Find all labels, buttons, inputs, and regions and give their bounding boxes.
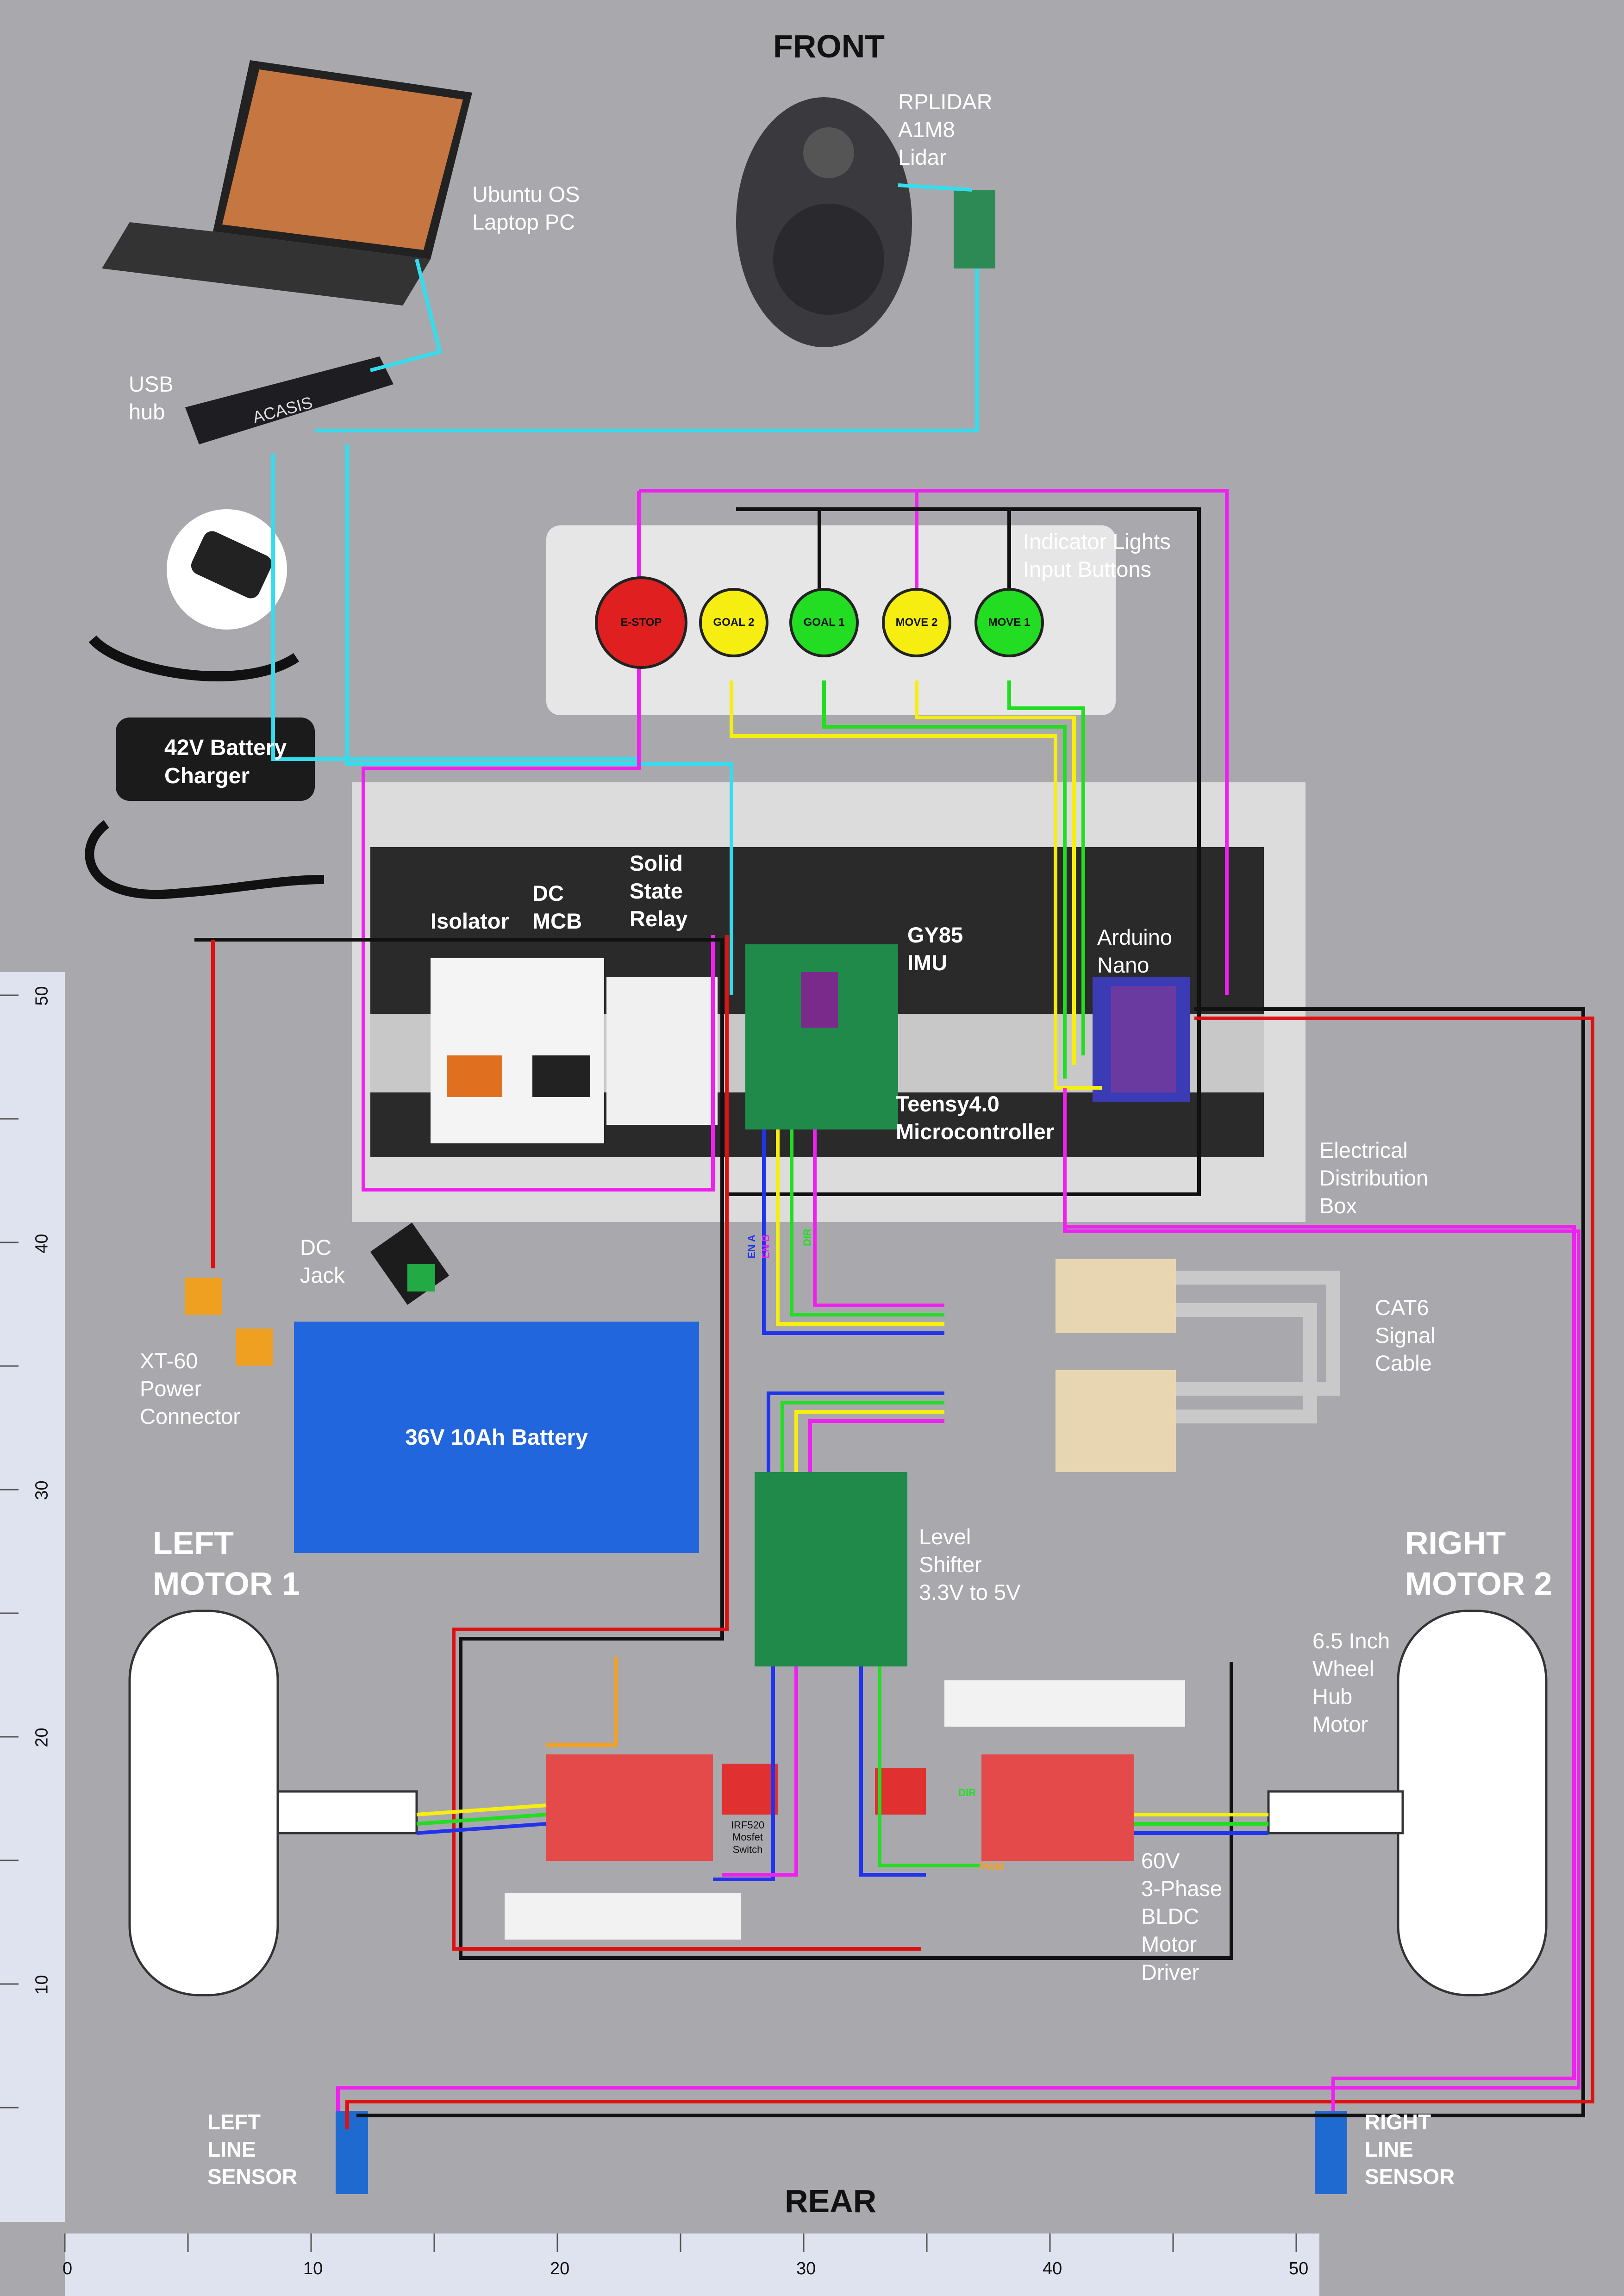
right-motor-label: RIGHT MOTOR 2 <box>1405 1525 1552 1602</box>
ruler-v-50: 50 <box>32 986 52 1006</box>
ruler-v-20: 20 <box>32 1728 52 1747</box>
left-wheel-hub-motor <box>128 1610 418 1997</box>
move-2-button-label: MOVE 2 <box>895 616 938 629</box>
en-a-tag: EN A <box>745 1235 757 1259</box>
right-line-sensor-board <box>1315 2111 1347 2194</box>
usb-hub-icon: ACASIS <box>185 356 394 444</box>
level-shifter-board <box>755 1472 907 1666</box>
xt60-connector-side <box>236 1329 273 1366</box>
left-motor-label: LEFT MOTOR 1 <box>153 1525 300 1602</box>
horizontal-ruler <box>64 2234 1319 2296</box>
dir-tag: DIR <box>801 1229 813 1246</box>
cat6-loop-cable-inner <box>1176 1303 1317 1423</box>
ruler-h-50: 50 <box>1289 2259 1309 2278</box>
power-plug-icon <box>88 509 300 681</box>
goal-1-button-label: GOAL 1 <box>803 616 845 629</box>
ruler-v-10: 10 <box>32 1975 52 1995</box>
ruler-h-0: 0 <box>62 2259 73 2278</box>
vertical-ruler <box>0 972 65 2222</box>
goal-2-button[interactable]: GOAL 2 <box>699 588 768 657</box>
front-label: FRONT <box>773 28 885 64</box>
level-shifter-label: Level Shifter 3.3V to 5V <box>919 1524 1021 1605</box>
teensy-label: Teensy4.0 Microcontroller <box>896 1092 1055 1144</box>
wires <box>194 183 1594 2129</box>
e-stop-button-label: E-STOP <box>620 616 662 629</box>
laptop-label: Ubuntu OS Laptop PC <box>472 182 580 235</box>
left-line-sensor-board <box>336 2111 368 2194</box>
mcb-body <box>518 958 604 1143</box>
lidar-label: RPLIDAR A1M8 Lidar <box>898 89 993 170</box>
isolator-label: Isolator <box>431 909 509 933</box>
right-sensor-label: RIGHT LINE SENSOR <box>1365 2110 1455 2189</box>
dir2-tag: DIR <box>958 1787 976 1798</box>
move-1-button[interactable]: MOVE 1 <box>974 588 1044 657</box>
lidar-adapter-board <box>954 190 995 268</box>
move-2-button[interactable]: MOVE 2 <box>882 588 951 657</box>
battery-label: 36V 10Ah Battery <box>405 1425 588 1450</box>
ruler-h-40: 40 <box>1043 2259 1062 2278</box>
ruler-v-40: 40 <box>32 1234 52 1254</box>
ruler-v-30: 30 <box>32 1480 52 1500</box>
battery-pack: 36V 10Ah Battery <box>294 1322 699 1553</box>
pwm-tag: PWM <box>979 1861 1004 1872</box>
isolator-switch <box>447 1055 502 1097</box>
mcb-switch <box>532 1055 590 1097</box>
left-mosfet-switch <box>722 1764 778 1815</box>
mosfet-label: IRF520 Mosfet Switch <box>731 1819 765 1855</box>
hub-motor-label: 6.5 Inch Wheel Hub Motor <box>1312 1628 1390 1737</box>
ruler-h-10: 10 <box>303 2259 323 2278</box>
cat6-coupler-bottom <box>1056 1370 1176 1472</box>
xt60-label: XT-60 Power Connector <box>140 1348 240 1429</box>
ssr-label: Solid State Relay <box>630 851 688 931</box>
arduino-label: Arduino Nano <box>1097 925 1172 978</box>
right-mosfet-switch <box>875 1768 926 1815</box>
right-terminal-block <box>944 1680 1185 1727</box>
left-motor-driver <box>546 1754 713 1861</box>
left-sensor-label: LEFT LINE SENSOR <box>207 2110 298 2189</box>
dc-jack-label: DC Jack <box>300 1235 345 1288</box>
indicators-label: Indicator Lights Input Buttons <box>1023 529 1171 582</box>
e-stop-button[interactable]: E-STOP <box>595 576 687 669</box>
xt60-connector-top <box>185 1278 222 1315</box>
en-b-tag: EN B <box>760 1234 772 1259</box>
cat6-coupler-top <box>1056 1259 1176 1333</box>
dist-box-label: Electrical Distribution Box <box>1319 1138 1429 1218</box>
isolator-body <box>431 958 518 1143</box>
cat6-loop-cable <box>1176 1271 1340 1396</box>
battery-charger-icon <box>85 718 325 899</box>
laptop-icon <box>102 60 472 306</box>
goal-1-button[interactable]: GOAL 1 <box>789 588 859 657</box>
usb-hub-label: USB hub <box>129 372 174 424</box>
dc-mcb-label: DC MCB <box>532 881 582 934</box>
rear-label: REAR <box>785 2183 877 2219</box>
imu-label: GY85 IMU <box>907 923 963 975</box>
ssr-body <box>606 977 718 1125</box>
imu-chip <box>801 972 838 1028</box>
right-motor-driver <box>981 1754 1134 1861</box>
driver-label: 60V 3-Phase BLDC Motor Driver <box>1141 1848 1223 1984</box>
dc-jack-terminal <box>407 1264 435 1292</box>
ruler-h-20: 20 <box>550 2259 570 2278</box>
cat6-label: CAT6 Signal Cable <box>1375 1295 1436 1376</box>
arduino-pcb <box>1111 986 1176 1092</box>
move-1-button-label: MOVE 1 <box>988 616 1031 629</box>
left-terminal-block <box>505 1893 741 1940</box>
ruler-h-30: 30 <box>796 2259 816 2278</box>
lidar-icon <box>736 97 912 347</box>
right-wheel-hub-motor <box>1267 1610 1548 1997</box>
charger-label: 42V Battery Charger <box>164 736 287 789</box>
goal-2-button-label: GOAL 2 <box>713 616 755 629</box>
